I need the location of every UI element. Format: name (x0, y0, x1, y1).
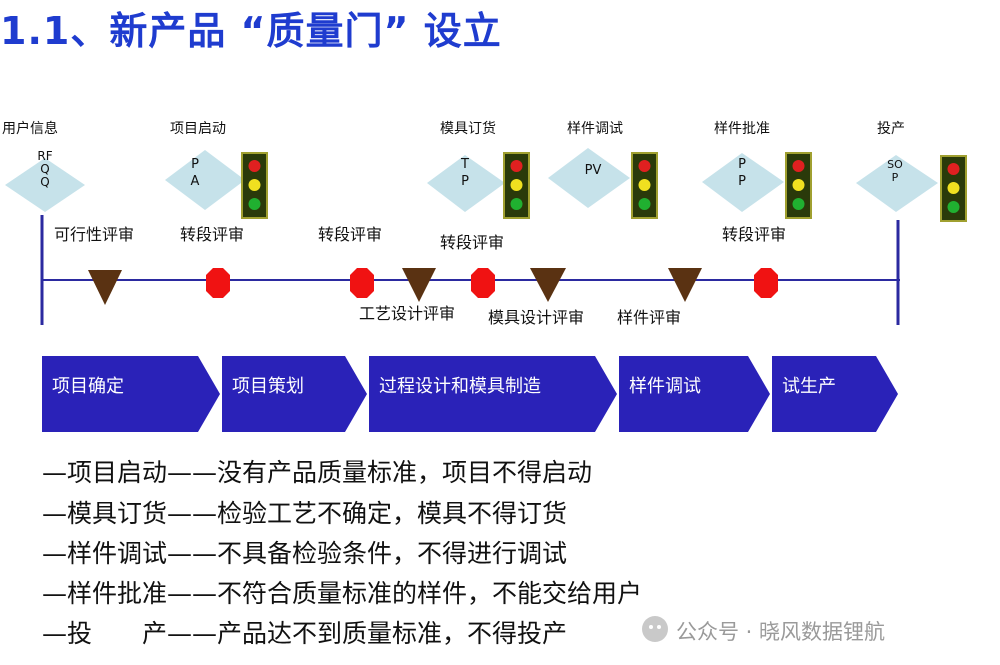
milestone-diamond-pp (702, 153, 784, 212)
review-triangle (402, 268, 436, 302)
phase-arrow-2 (222, 356, 367, 432)
review-label: 转段评审 (318, 225, 383, 244)
traffic-light-pa (241, 152, 268, 219)
review-triangle (88, 270, 122, 305)
phase-label: 项目策划 (232, 376, 304, 397)
traffic-light-sop (940, 155, 967, 222)
traffic-light-pp (785, 152, 812, 219)
milestone-code: PV (584, 163, 602, 178)
review-label: 工艺设计评审 (359, 304, 456, 323)
gate-octagon (350, 268, 374, 298)
traffic-light-tp (503, 152, 530, 219)
milestone-label: 投产 (877, 121, 905, 137)
milestone-code: SO P (887, 158, 903, 184)
milestone-diamond-pa (165, 150, 245, 210)
phase-arrow-5 (772, 356, 898, 432)
phase-arrow-1 (42, 356, 220, 432)
milestone-label: 样件批准 (714, 121, 770, 137)
gate-octagon (206, 268, 230, 298)
milestone-label: 项目启动 (170, 121, 226, 137)
review-label: 转段评审 (722, 225, 787, 244)
milestone-code: RF Q Q (37, 149, 53, 189)
review-label: 样件评审 (617, 308, 682, 327)
milestone-code: P P (738, 157, 746, 189)
review-label: 模具设计评审 (488, 308, 585, 327)
watermark-text: 公众号 · 晓风数据锂航 (676, 620, 886, 644)
milestone-label: 用户信息 (2, 121, 58, 137)
rule-line: —样件批准——不符合质量标准的样件，不能交给用户 (42, 579, 643, 608)
milestone-diamond-rfq (5, 158, 85, 212)
review-label: 转段评审 (180, 225, 245, 244)
milestone-label: 模具订货 (440, 121, 496, 137)
phase-label: 样件调试 (629, 376, 701, 397)
gate-octagon (754, 268, 778, 298)
phase-label: 试生产 (782, 376, 836, 397)
phase-arrow-4 (619, 356, 770, 432)
phase-arrow-3 (369, 356, 617, 432)
rule-line: —模具订货——检验工艺不确定，模具不得订货 (42, 499, 568, 528)
traffic-light-pv (631, 152, 658, 219)
milestone-diamond-pv (548, 148, 630, 208)
milestone-code: P A (190, 157, 200, 189)
gate-octagon (471, 268, 495, 298)
phase-label: 过程设计和模具制造 (379, 376, 541, 397)
review-label: 转段评审 (440, 233, 505, 252)
milestone-diamond-tp (427, 155, 505, 212)
page-title: 1.1、新产品 “质量门” 设立 (0, 9, 502, 53)
milestone-diamond-sop (856, 155, 938, 212)
rule-line: —样件调试——不具备检验条件，不得进行调试 (42, 539, 568, 568)
review-triangle (530, 268, 566, 302)
rule-line: —项目启动——没有产品质量标准，项目不得启动 (42, 458, 593, 487)
wechat-icon (640, 614, 670, 644)
review-label: 可行性评审 (54, 225, 135, 244)
milestone-code: T P (461, 157, 469, 189)
review-triangle (668, 268, 702, 302)
phase-label: 项目确定 (52, 376, 124, 397)
milestone-label: 样件调试 (567, 121, 623, 137)
rule-line: —投 产——产品达不到质量标准，不得投产 (42, 619, 568, 648)
